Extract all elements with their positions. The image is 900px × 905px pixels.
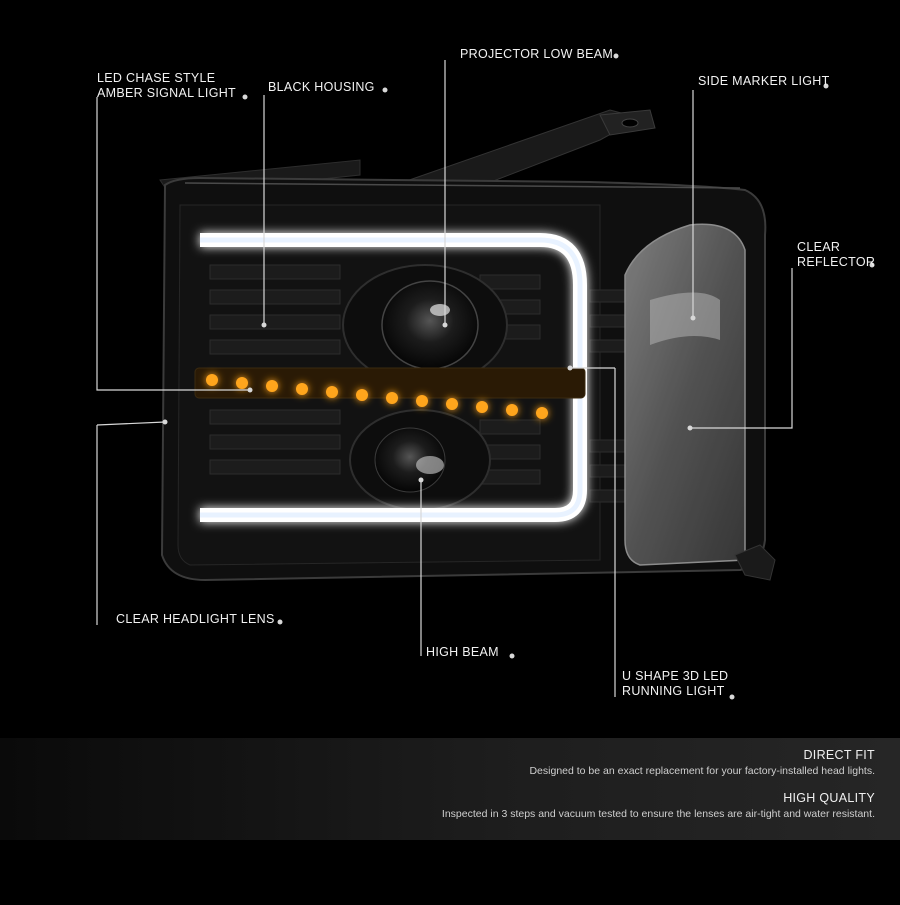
leader-lines — [96, 60, 793, 697]
callout-led-chase-line2: AMBER SIGNAL LIGHT — [97, 86, 236, 100]
feature-description: Inspected in 3 steps and vacuum tested t… — [441, 808, 875, 820]
callout-u-shape-led: U SHAPE 3D LED RUNNING LIGHT — [622, 669, 728, 699]
callout-clear-headlight-lens: CLEAR HEADLIGHT LENS — [116, 612, 275, 626]
callout-clear-reflector: CLEAR REFLECTOR — [797, 240, 875, 270]
feature-high-quality: HIGH QUALITY Inspected in 3 steps and va… — [442, 791, 875, 820]
callout-side-marker: SIDE MARKER LIGHT — [698, 74, 830, 88]
feature-direct-fit: DIRECT FIT Designed to be an exact repla… — [529, 748, 875, 777]
side-marker-lens — [624, 223, 746, 566]
callout-led-chase-line1: LED CHASE STYLE — [97, 71, 216, 85]
projector-lens — [381, 280, 479, 370]
feature-description: Designed to be an exact replacement for … — [529, 765, 875, 777]
feature-band: DIRECT FIT Designed to be an exact repla… — [0, 738, 900, 840]
callout-high-beam: HIGH BEAM — [426, 645, 499, 659]
callout-projector-low-beam: PROJECTOR LOW BEAM — [460, 47, 614, 61]
high-beam-reflector — [374, 427, 446, 493]
amber-leds — [206, 374, 548, 419]
callout-u-shape-line1: U SHAPE 3D LED — [622, 669, 729, 683]
callout-clear-reflector-line2: REFLECTOR — [797, 255, 876, 269]
callout-led-chase: LED CHASE STYLE AMBER SIGNAL LIGHT — [97, 71, 236, 101]
feature-title: DIRECT FIT — [803, 748, 875, 762]
callout-u-shape-line2: RUNNING LIGHT — [622, 684, 725, 698]
callout-clear-reflector-line1: CLEAR — [797, 240, 841, 254]
louvre-fins — [209, 264, 626, 503]
feature-title: HIGH QUALITY — [783, 791, 875, 805]
callout-black-housing: BLACK HOUSING — [268, 80, 375, 94]
